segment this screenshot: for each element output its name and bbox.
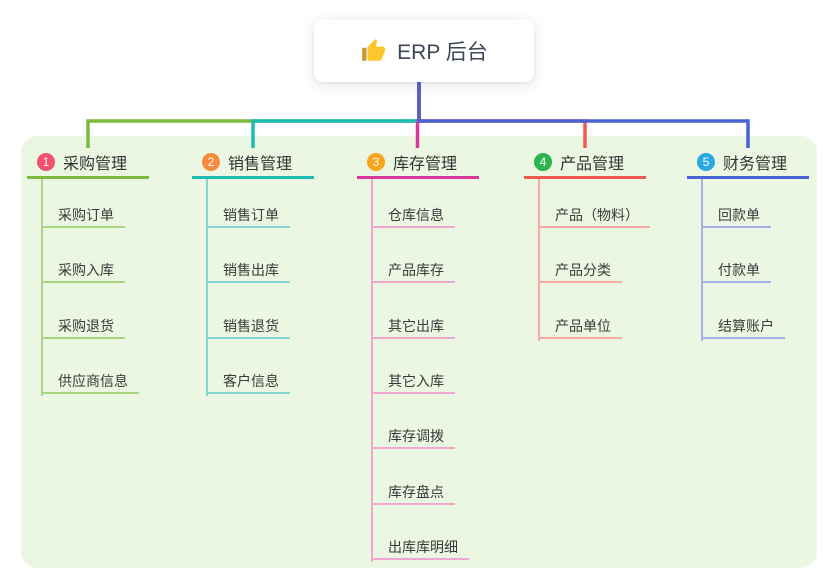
branch-label: 采购管理 bbox=[63, 155, 128, 173]
branch-node-1[interactable]: 1 采购管理 bbox=[27, 147, 149, 179]
root-node[interactable]: ERP 后台 bbox=[314, 20, 534, 82]
branch-label: 财务管理 bbox=[723, 155, 788, 173]
child-node[interactable]: 结算账户 bbox=[701, 313, 785, 339]
child-node[interactable]: 出库库明细 bbox=[371, 534, 469, 560]
child-node[interactable]: 库存调拨 bbox=[371, 423, 455, 450]
branch-label: 产品管理 bbox=[560, 155, 625, 173]
child-node[interactable]: 销售订单 bbox=[206, 202, 290, 228]
child-node[interactable]: 其它出库 bbox=[371, 313, 455, 339]
branch-children-line bbox=[41, 178, 43, 396]
branch-number-badge: 1 bbox=[37, 152, 55, 171]
child-node[interactable]: 供应商信息 bbox=[41, 368, 139, 394]
child-node[interactable]: 产品（物料） bbox=[538, 202, 650, 228]
child-node[interactable]: 客户信息 bbox=[206, 368, 290, 394]
child-node[interactable]: 付款单 bbox=[701, 257, 771, 284]
thumbs-up-icon bbox=[362, 39, 386, 61]
branch-number-badge: 4 bbox=[534, 152, 552, 171]
branch-children-line bbox=[701, 178, 703, 341]
mindmap-background-panel bbox=[21, 136, 817, 568]
child-node[interactable]: 采购入库 bbox=[41, 257, 125, 284]
child-node[interactable]: 销售出库 bbox=[206, 257, 290, 284]
branch-node-3[interactable]: 3 库存管理 bbox=[357, 147, 479, 179]
branch-number-badge: 2 bbox=[202, 152, 220, 171]
child-node[interactable]: 仓库信息 bbox=[371, 202, 455, 228]
child-node[interactable]: 采购订单 bbox=[41, 202, 125, 228]
branch-node-4[interactable]: 4 产品管理 bbox=[524, 147, 646, 179]
branch-label: 销售管理 bbox=[228, 155, 293, 173]
child-node[interactable]: 销售退货 bbox=[206, 313, 290, 339]
branch-number-badge: 5 bbox=[697, 152, 715, 171]
branch-node-2[interactable]: 2 销售管理 bbox=[192, 147, 314, 179]
branch-children-line bbox=[538, 178, 540, 341]
child-node[interactable]: 库存盘点 bbox=[371, 479, 455, 505]
child-node[interactable]: 产品分类 bbox=[538, 257, 622, 284]
root-node-label: ERP 后台 bbox=[397, 41, 488, 64]
child-node[interactable]: 其它入库 bbox=[371, 368, 455, 394]
child-node[interactable]: 回款单 bbox=[701, 202, 771, 228]
child-node[interactable]: 采购退货 bbox=[41, 313, 125, 339]
branch-children-line bbox=[206, 178, 208, 396]
branch-children-line bbox=[371, 178, 373, 562]
child-node[interactable]: 产品库存 bbox=[371, 257, 455, 284]
branch-node-5[interactable]: 5 财务管理 bbox=[687, 147, 809, 179]
branch-number-badge: 3 bbox=[367, 152, 385, 171]
branch-label: 库存管理 bbox=[393, 155, 458, 173]
child-node[interactable]: 产品单位 bbox=[538, 313, 622, 339]
